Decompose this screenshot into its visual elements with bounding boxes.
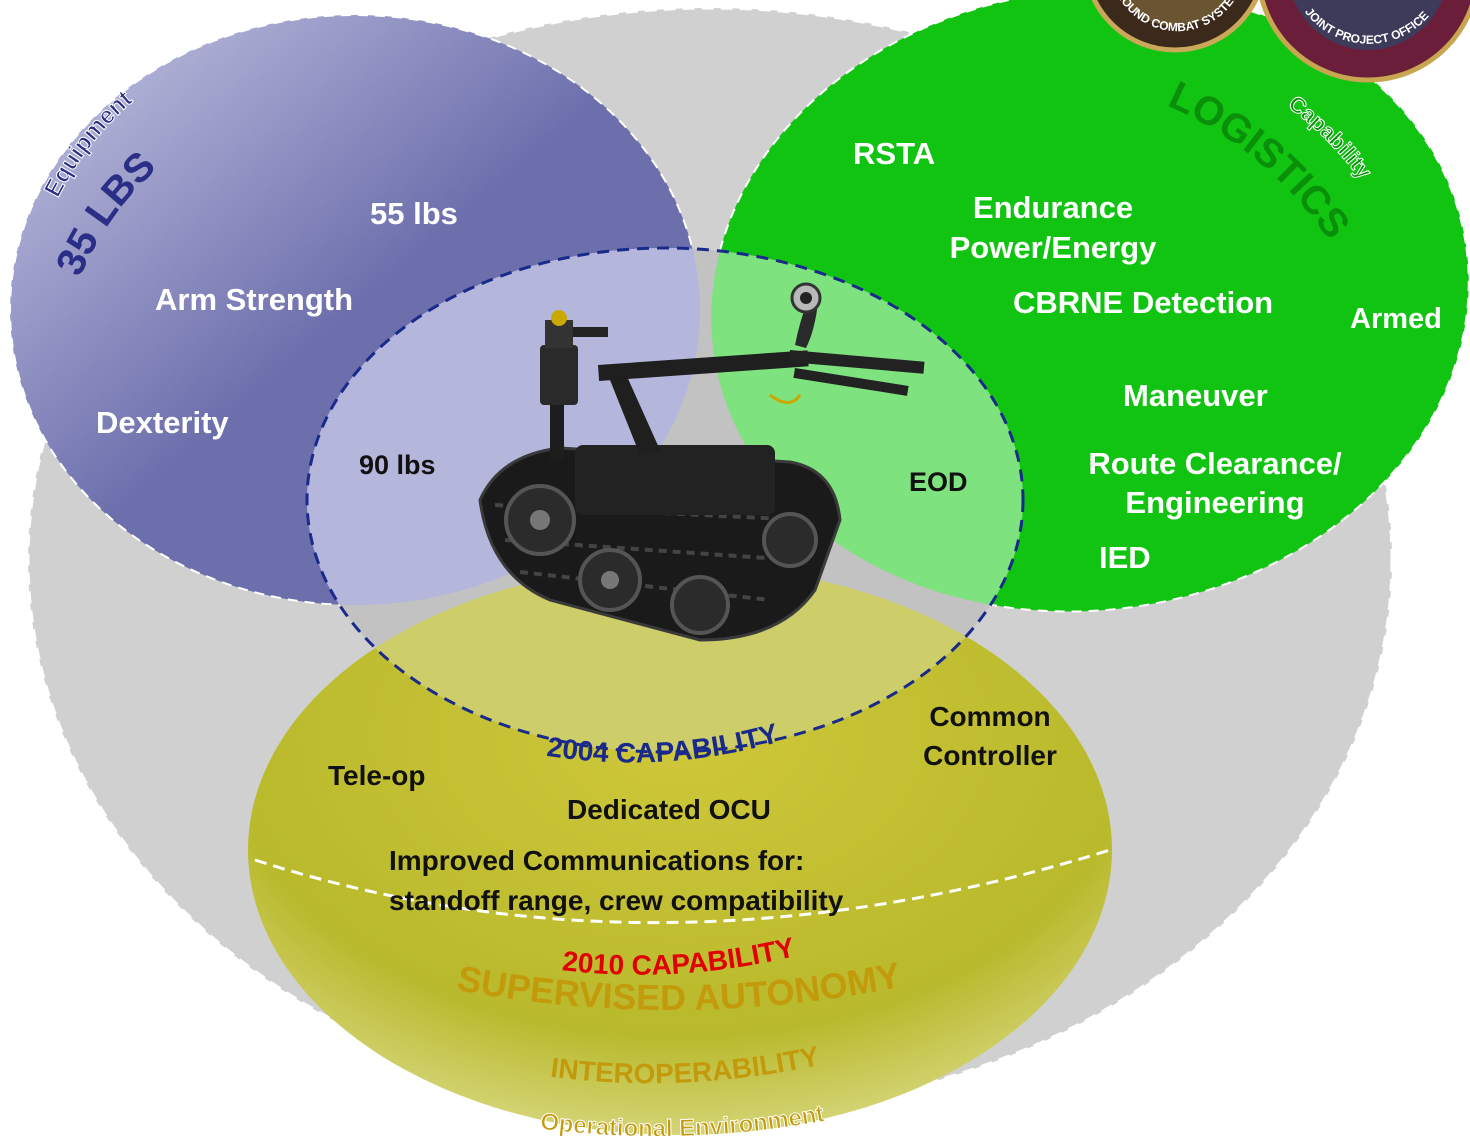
- weight-90-label: 90 lbs: [359, 450, 436, 480]
- dedicated-ocu-label: Dedicated OCU: [567, 794, 771, 825]
- weight-55-label: 55 lbs: [370, 196, 458, 231]
- armed-label: Armed: [1350, 304, 1442, 335]
- comms-line-1: Improved Communications for:: [389, 845, 805, 876]
- dexterity-label: Dexterity: [96, 405, 229, 440]
- comms-line-2: standoff range, crew compatibility: [389, 885, 844, 916]
- cbrne-detection-label: CBRNE Detection: [1013, 285, 1274, 320]
- power-energy-label: Power/Energy: [949, 230, 1157, 265]
- engineering-label: Engineering: [1125, 485, 1305, 520]
- arm-strength-label: Arm Strength: [155, 282, 354, 317]
- endurance-label: Endurance: [972, 190, 1134, 225]
- maneuver-label: Maneuver: [1123, 378, 1268, 413]
- common-label: Common: [929, 701, 1051, 732]
- tracked-robot-icon: [478, 282, 925, 642]
- core-ellipse-outline: [305, 246, 1025, 754]
- teleop-label: Tele-op: [328, 760, 426, 791]
- environment-dashed-arc: [254, 848, 1111, 925]
- route-clearance-label: Route Clearance/: [1088, 446, 1342, 481]
- eod-label: EOD: [909, 467, 968, 497]
- ied-label: IED: [1099, 540, 1151, 575]
- seal-joint-project-office: JOINT PROJECT OFFICE: [1259, 0, 1470, 83]
- rsta-label: RSTA: [853, 136, 936, 171]
- controller-label: Controller: [923, 740, 1057, 771]
